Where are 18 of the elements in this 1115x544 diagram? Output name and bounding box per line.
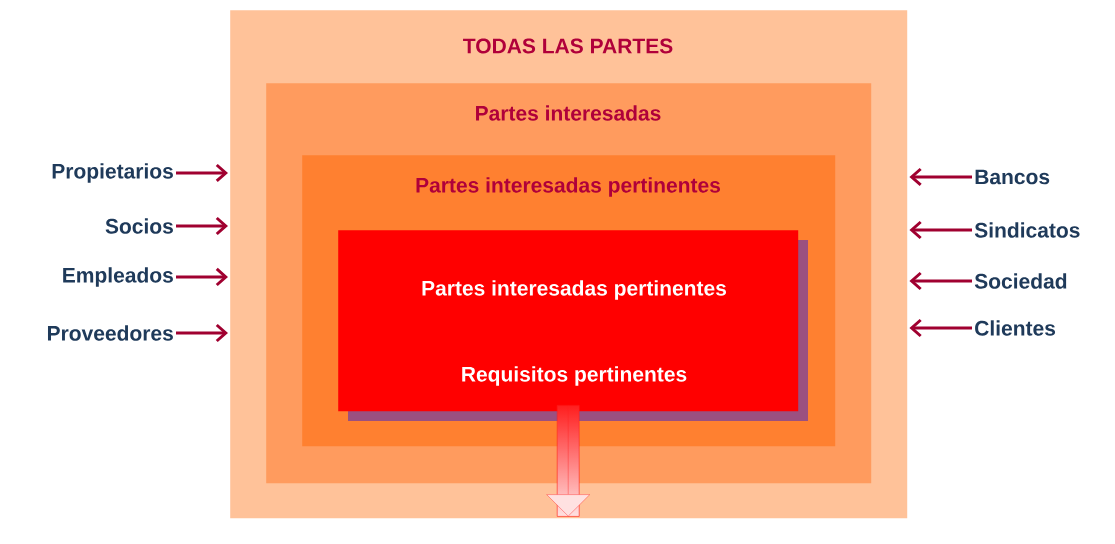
- stakeholder-label: Propietarios: [52, 163, 173, 183]
- block-arrow: [546, 405, 590, 517]
- stakeholder-label: Clientes: [975, 320, 1056, 336]
- arrow: [909, 318, 972, 338]
- stakeholder-label: Sociedad: [974, 273, 1067, 289]
- arrow: [176, 216, 228, 236]
- stakeholder-label: Empleados: [63, 267, 173, 287]
- arrow: [909, 167, 972, 187]
- arrow: [176, 267, 228, 287]
- arrow: [176, 163, 228, 183]
- arrow: [176, 323, 228, 343]
- box: Partes interesadas pertinentes Requisitos pertinentes: [338, 230, 808, 421]
- stakeholder-label: Socios: [105, 218, 173, 234]
- stakeholder-label: Proveedores: [48, 325, 173, 341]
- stakeholder-label: Sindicatos: [974, 222, 1080, 238]
- arrow: [909, 271, 972, 291]
- stakeholder-label: Bancos: [975, 169, 1050, 185]
- arrow: [909, 220, 972, 240]
